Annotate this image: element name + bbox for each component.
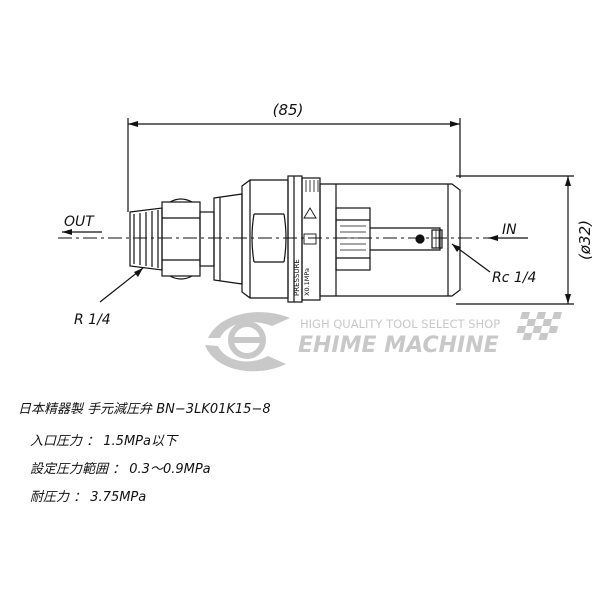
checker-flag-icon: [516, 312, 562, 340]
watermark-brand: EHIME MACHINE: [298, 333, 499, 358]
in-thread-label: Rc 1/4: [492, 270, 536, 286]
spec-proof-pressure: 耐圧力 ： 3.75MPa: [30, 490, 147, 505]
out-thread-label: R 1/4: [74, 312, 111, 328]
out-label: OUT: [64, 214, 95, 230]
spec-set-pressure-range: 設定圧力範囲 ： 0.3〜0.9MPa: [30, 462, 211, 477]
drawing-lines: [58, 118, 574, 305]
spec-title: 日本精器製 手元減圧弁 BN−3LK01K15−8: [18, 402, 271, 417]
body-text-range: X0.1MPa: [303, 268, 311, 296]
watermark-tagline: HIGH QUALITY TOOL SELECT SHOP: [300, 317, 500, 331]
spec-inlet-pressure: 入口圧力 ： 1.5MPa以下: [30, 434, 177, 449]
body-text-pressure: PRESSURE: [293, 259, 301, 296]
watermark: HIGH QUALITY TOOL SELECT SHOP EHIME MACH…: [205, 312, 562, 372]
in-label: IN: [502, 222, 517, 238]
brand-logo-icon: [205, 312, 290, 372]
overall-length-label: (85): [273, 101, 304, 119]
diameter-label: (ø32): [576, 220, 594, 260]
